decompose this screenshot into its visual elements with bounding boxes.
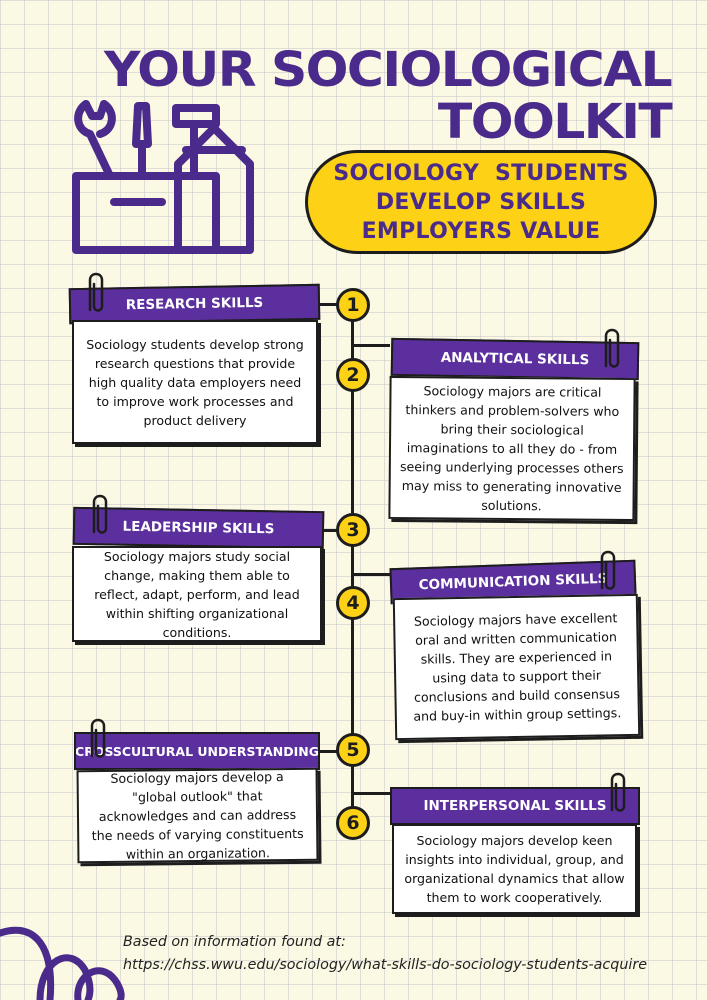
step-number-6: 6 <box>336 806 370 840</box>
decorative-swirl <box>0 926 125 1000</box>
paperclip-icon <box>92 494 108 534</box>
skill-title-interpersonal: INTERPERSONAL SKILLS <box>390 787 640 825</box>
step-number-2: 2 <box>336 358 370 392</box>
skill-title-crosscultural: CROSSCULTURAL UNDERSTANDING <box>74 732 320 770</box>
paperclip-icon <box>610 772 626 812</box>
skill-body-interpersonal: Sociology majors develop keen insights i… <box>392 824 637 914</box>
skill-body-communication: Sociology majors have excellent oral and… <box>392 593 641 741</box>
timeline-branch-6 <box>354 792 390 795</box>
timeline-line <box>351 300 354 830</box>
skill-body-crosscultural: Sociology majors develop a "global outlo… <box>76 767 319 864</box>
step-number-3: 3 <box>336 513 370 547</box>
paperclip-icon <box>88 272 104 312</box>
paperclip-icon <box>604 328 620 368</box>
page-title-line-2: TOOLKIT <box>437 94 673 150</box>
subtitle-line-2: DEVELOP SKILLS <box>375 189 587 215</box>
source-link[interactable]: https://chss.wwu.edu/sociology/what-skil… <box>123 957 648 973</box>
subtitle-line-3: EMPLOYERS VALUE <box>361 218 601 244</box>
timeline-branch-4 <box>354 573 390 576</box>
paperclip-icon <box>600 550 616 590</box>
step-number-5: 5 <box>336 733 370 767</box>
toolbox-icon <box>72 100 254 254</box>
source-note-label: Based on information found at: <box>123 934 346 950</box>
step-number-4: 4 <box>336 586 370 620</box>
timeline-branch-1 <box>318 303 352 306</box>
skill-body-research: Sociology students develop strong resear… <box>72 320 318 444</box>
subtitle-line-1: SOCIOLOGY STUDENTS <box>333 160 629 186</box>
skill-body-leadership: Sociology majors study social change, ma… <box>72 546 322 642</box>
page-title-line-1: YOUR SOCIOLOGICAL <box>103 42 673 98</box>
paperclip-icon <box>90 718 106 758</box>
step-number-1: 1 <box>336 288 370 322</box>
timeline-branch-2 <box>354 344 390 347</box>
subtitle-pill: SOCIOLOGY STUDENTS DEVELOP SKILLS EMPLOY… <box>305 150 657 254</box>
subtitle-text: SOCIOLOGY STUDENTS DEVELOP SKILLS EMPLOY… <box>333 159 628 246</box>
source-note: Based on information found at: https://c… <box>123 931 647 977</box>
skill-body-analytical: Sociology majors are critical thinkers a… <box>388 375 636 522</box>
